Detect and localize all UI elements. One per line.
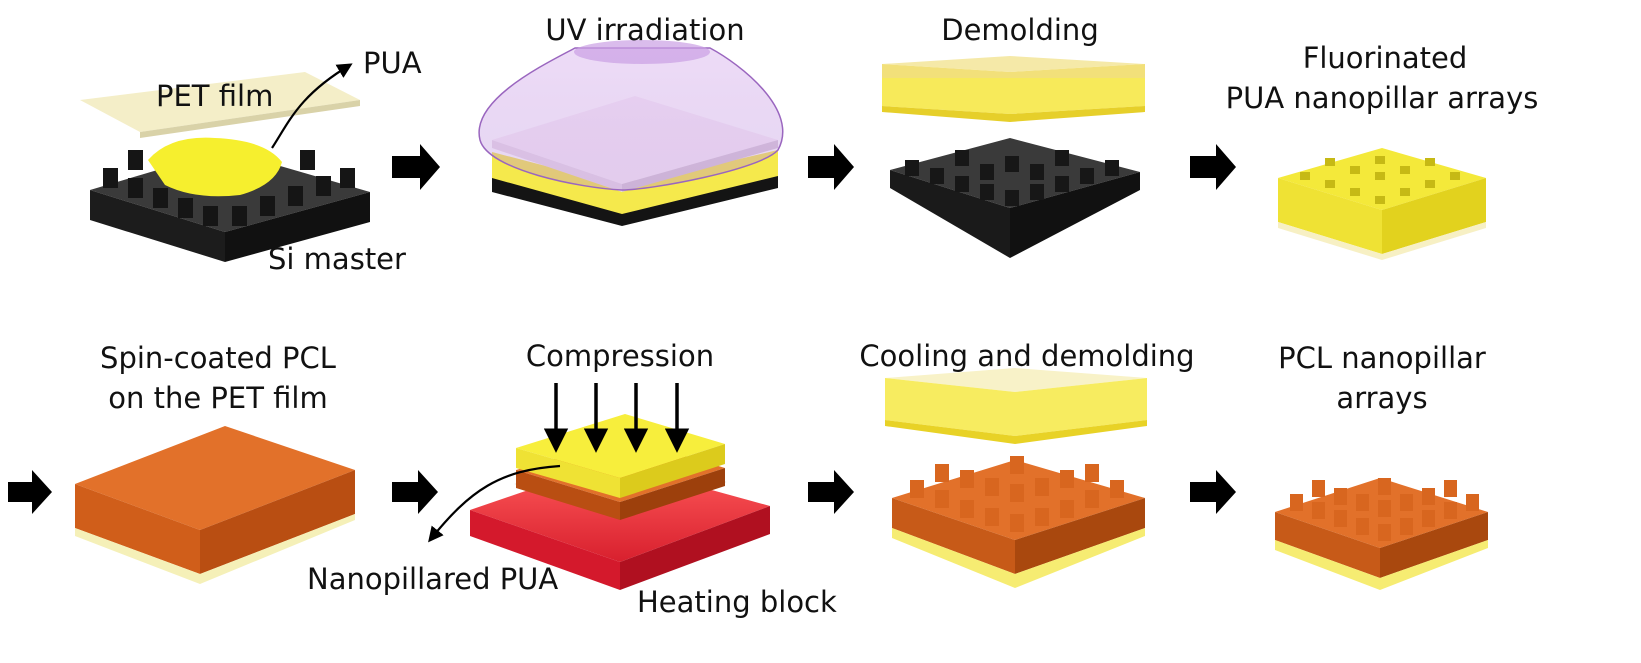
process-arrow-icon: [392, 470, 438, 514]
label-uv-irradiation: UV irradiation: [545, 13, 745, 47]
label-heating-block: Heating block: [637, 585, 837, 619]
step-cooling-demolding: [885, 368, 1147, 588]
demold-pillars: [905, 150, 1119, 206]
label-spin-coated-line1: Spin-coated PCL: [100, 341, 336, 375]
pua-resin-drop: [148, 137, 282, 197]
label-fluorinated-line1: Fluorinated: [1302, 41, 1468, 75]
process-arrow-icon: [1190, 470, 1236, 514]
uv-light-top: [574, 40, 710, 64]
pointer-arrow-icon: [271, 63, 353, 149]
label-compression: Compression: [525, 339, 715, 373]
process-arrow-icon: [1190, 144, 1236, 190]
label-pua: PUA: [363, 46, 422, 80]
demold-mold: [882, 56, 1145, 122]
si-master-pillars: [103, 150, 355, 226]
label-nanopillared-pua: Nanopillared PUA: [307, 562, 559, 596]
cooling-pcl-pillars: [910, 456, 1124, 532]
label-pcl-arrays-line2: arrays: [1336, 381, 1428, 415]
cooling-mold: [885, 368, 1147, 444]
label-cooling-demolding: Cooling and demolding: [859, 339, 1195, 373]
label-si-master: Si master: [268, 242, 406, 276]
process-arrow-icon: [8, 470, 52, 514]
step-uv-irradiation: [478, 40, 784, 226]
uv-light-cone: [478, 47, 784, 191]
step-fluorinated-pua: [1278, 148, 1486, 260]
step-si-master: [80, 63, 370, 262]
label-pet-film: PET film: [156, 79, 274, 113]
step-pcl-arrays: [1275, 478, 1488, 590]
pcl-array-pillars: [1290, 478, 1479, 541]
label-demolding: Demolding: [941, 13, 1099, 47]
label-spin-coated-line2: on the PET film: [108, 381, 328, 415]
label-pcl-arrays-line1: PCL nanopillar: [1278, 341, 1486, 375]
label-fluorinated-line2: PUA nanopillar arrays: [1225, 81, 1539, 115]
pointer-arrow-icon: [428, 464, 561, 543]
demold-si-master: [890, 138, 1140, 258]
uv-pua-layer: [492, 150, 778, 214]
step-compression: [428, 383, 770, 590]
process-arrow-icon: [808, 470, 854, 514]
step-demolding: [882, 56, 1145, 258]
process-arrow-icon: [808, 144, 854, 190]
process-arrow-icon: [392, 144, 440, 190]
fluorinated-holes: [1300, 156, 1460, 204]
pet-film-sheet: [80, 72, 360, 138]
step-spin-coated-pcl: [75, 426, 355, 584]
uv-si-layer: [492, 172, 778, 226]
compression-arrow-icon: [543, 383, 690, 453]
